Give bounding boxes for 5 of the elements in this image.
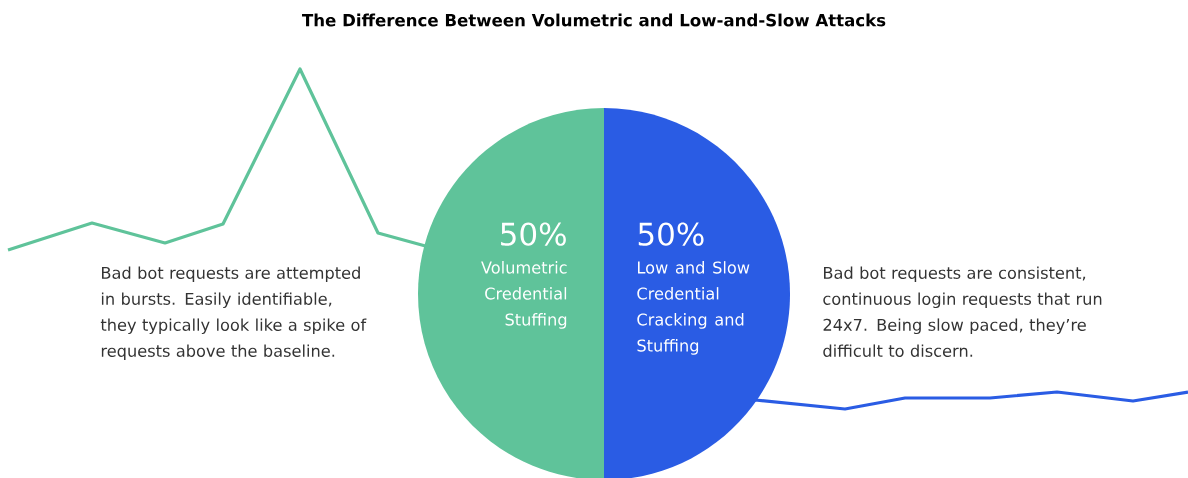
semicircle: 50% Low and Slow Credential Cracking and Stuffing bbox=[604, 108, 790, 478]
semicircle: 50% Volumetric Credential Stuffing bbox=[418, 108, 604, 478]
description-text: Bad bot requests are consistent, continuous login requests that run 24x7. Being slow paced, they’re difficult to discern. bbox=[823, 266, 1102, 357]
description-text: Bad bot requests are attempted in bursts. Easily identifiable, they typically look like a spike of requests above the baseline. bbox=[100, 266, 367, 361]
title: The Difference Between Volumetric and Low-and-Slow Attacks bbox=[302, 13, 886, 27]
